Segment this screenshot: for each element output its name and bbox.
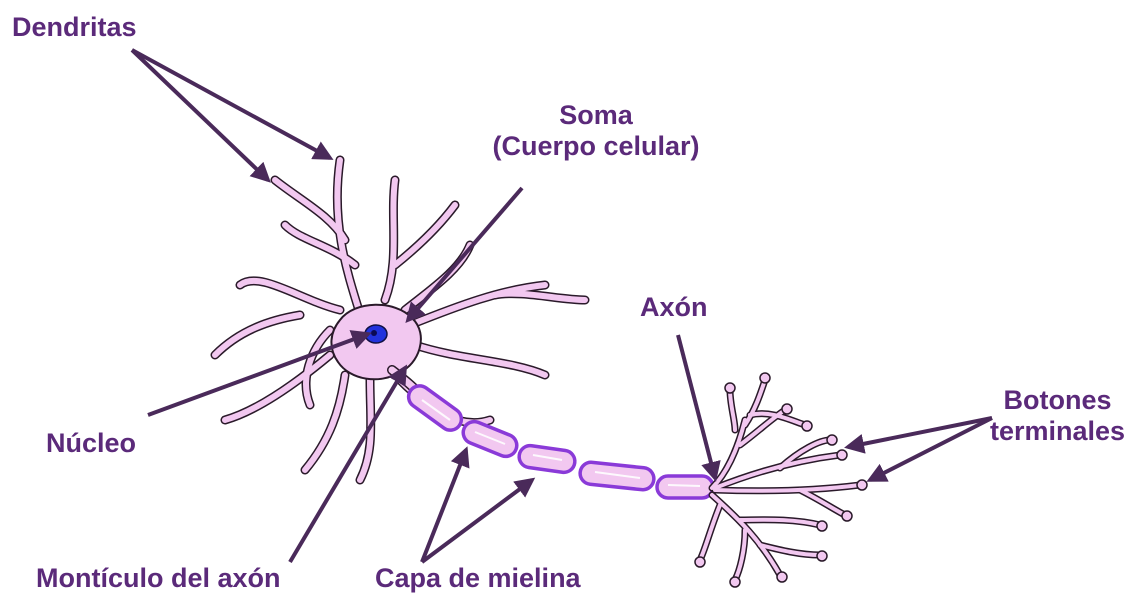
label-dendritas: Dendritas bbox=[12, 12, 137, 43]
label-botones-line2: terminales bbox=[975, 416, 1140, 447]
label-monticulo-del-axon: Montículo del axón bbox=[36, 563, 281, 594]
label-capa-de-mielina: Capa de mielina bbox=[375, 563, 581, 594]
arrow-dendritas-2 bbox=[132, 50, 330, 158]
arrow-botones-1 bbox=[848, 418, 992, 447]
label-botones-terminales: Botones terminales bbox=[975, 385, 1140, 447]
label-soma-line1: Soma bbox=[466, 100, 726, 131]
arrow-axon bbox=[678, 335, 715, 478]
arrow-botones-2 bbox=[870, 418, 992, 480]
myelin-sheath bbox=[404, 381, 713, 498]
label-nucleo: Núcleo bbox=[46, 428, 136, 459]
label-botones-line1: Botones bbox=[975, 385, 1140, 416]
label-axon: Axón bbox=[640, 292, 708, 323]
axon-terminals bbox=[695, 373, 867, 587]
label-soma: Soma (Cuerpo celular) bbox=[466, 100, 726, 162]
label-soma-line2: (Cuerpo celular) bbox=[466, 131, 726, 162]
